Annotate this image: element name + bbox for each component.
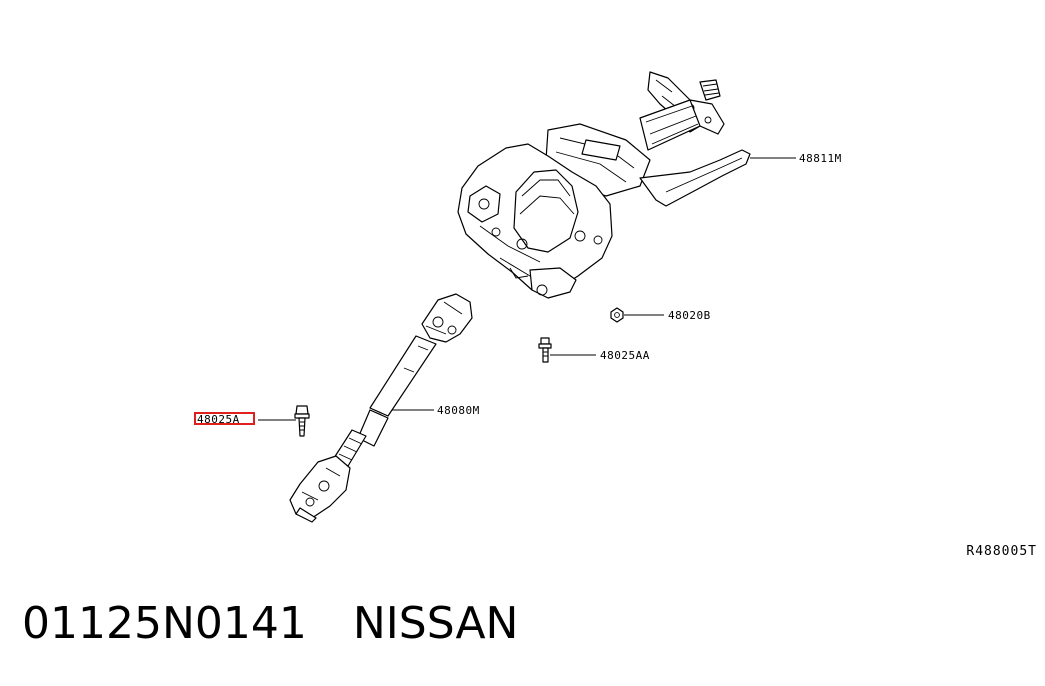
- intermediate-shaft: [289, 293, 473, 523]
- callout-48025a: 48025A: [197, 413, 240, 426]
- leader-lines: [258, 157, 796, 421]
- bolt-aa-part: [538, 337, 552, 363]
- footer-caption: 01125N0141 NISSAN: [22, 598, 518, 649]
- callout-labels: 48811M 48020B 48025AA 48080M 48025A: [194, 152, 842, 426]
- callout-48811m: 48811M: [799, 152, 842, 165]
- callout-48080m: 48080M: [437, 404, 480, 417]
- bolt-a-part: [294, 405, 310, 437]
- steering-column-assembly: [457, 71, 751, 299]
- callout-48020b: 48020B: [668, 309, 711, 322]
- part-number: 01125N0141: [22, 598, 307, 649]
- callout-48025aa: 48025AA: [600, 349, 650, 362]
- brand-name: NISSAN: [352, 598, 519, 649]
- drawing-code: R488005T: [966, 544, 1037, 559]
- highlight-box: [194, 412, 255, 425]
- nut-part: [610, 307, 624, 323]
